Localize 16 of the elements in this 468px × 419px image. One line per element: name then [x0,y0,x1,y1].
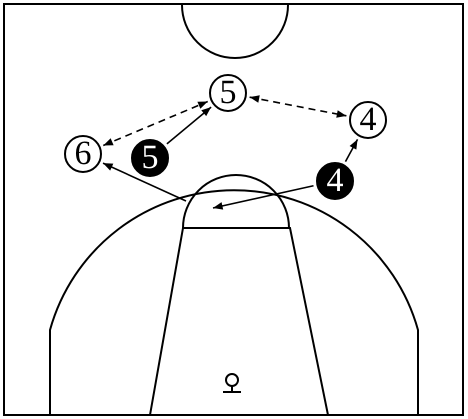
arrow [166,106,212,145]
player-number: 5 [142,141,158,175]
player-number: 4 [326,164,344,198]
player-number: 4 [360,103,376,137]
arrow [249,95,347,118]
defender-circle [131,139,169,177]
player-circle [349,101,387,139]
arrow [212,184,314,210]
player-number: 6 [74,137,92,171]
arrow [102,100,208,146]
player-circle [64,135,102,173]
arrow [102,162,186,202]
player-circle [209,74,247,112]
defender-circle [316,162,354,200]
player-number: 5 [220,76,236,110]
arrow [344,138,358,162]
